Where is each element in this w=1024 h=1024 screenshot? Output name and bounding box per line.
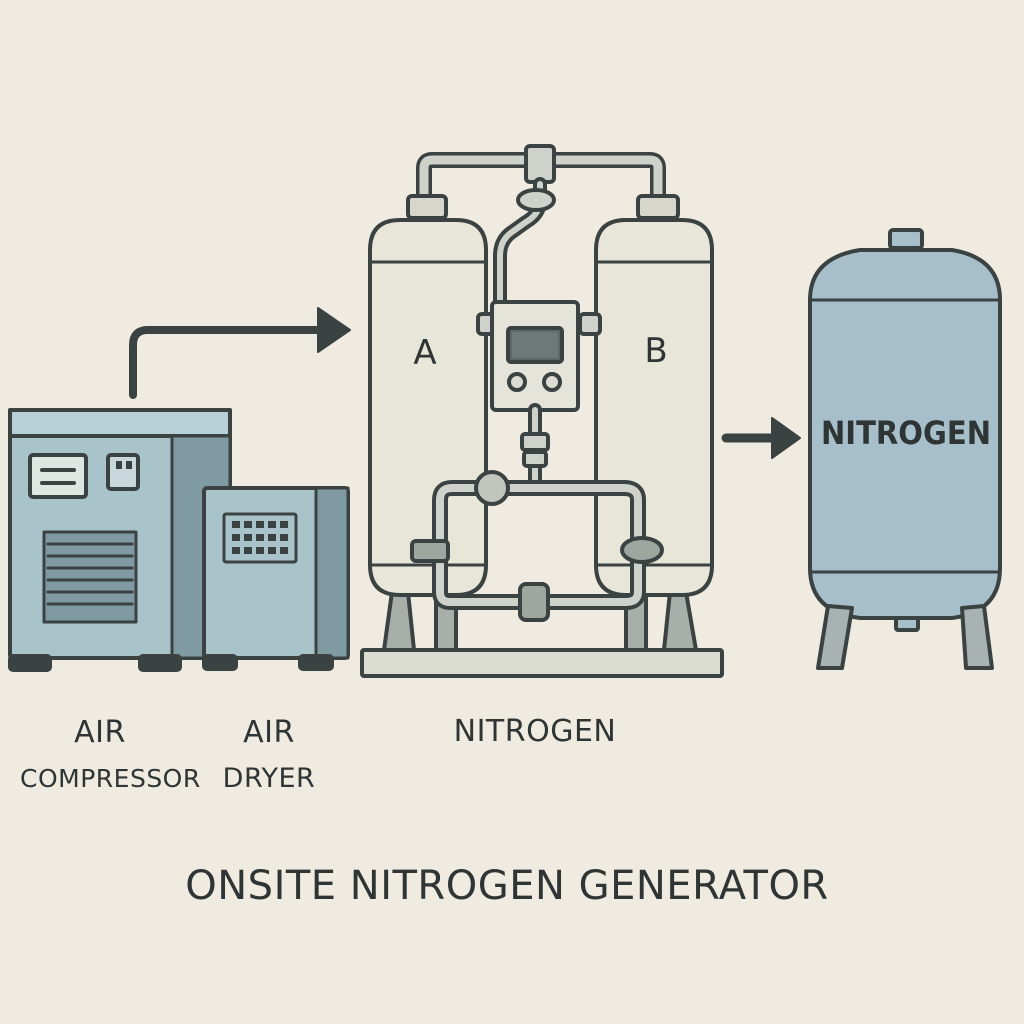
adsorption-vessel-b [594, 194, 714, 597]
display-panel-icon [476, 300, 602, 412]
generator-caption: NITROGEN [453, 714, 617, 749]
tank-label: NITROGEN [821, 414, 991, 452]
compressor-caption-line1: AIR [74, 715, 126, 750]
dryer-caption-line1: AIR [243, 715, 295, 750]
valve-icon [410, 470, 664, 622]
air-dryer [202, 486, 350, 671]
page-title: ONSITE NITROGEN GENERATOR [185, 863, 829, 909]
nitrogen-storage-tank [808, 228, 1002, 670]
vessel-b-label: B [644, 331, 667, 371]
top-manifold-pipe [416, 144, 666, 307]
compressor-caption: AIR COMPRESSOR [20, 710, 201, 802]
compressor-caption-line2: COMPRESSOR [20, 764, 201, 793]
adsorption-vessel-a [368, 194, 488, 597]
arrow-right-icon [721, 417, 801, 459]
dryer-caption: AIR DRYER [214, 710, 324, 802]
vessel-a-label: A [413, 333, 436, 373]
center-stem-pipe [520, 403, 550, 487]
dryer-caption-line2: DRYER [222, 763, 316, 794]
arrow-right-icon [129, 307, 351, 399]
air-compressor [8, 408, 232, 672]
